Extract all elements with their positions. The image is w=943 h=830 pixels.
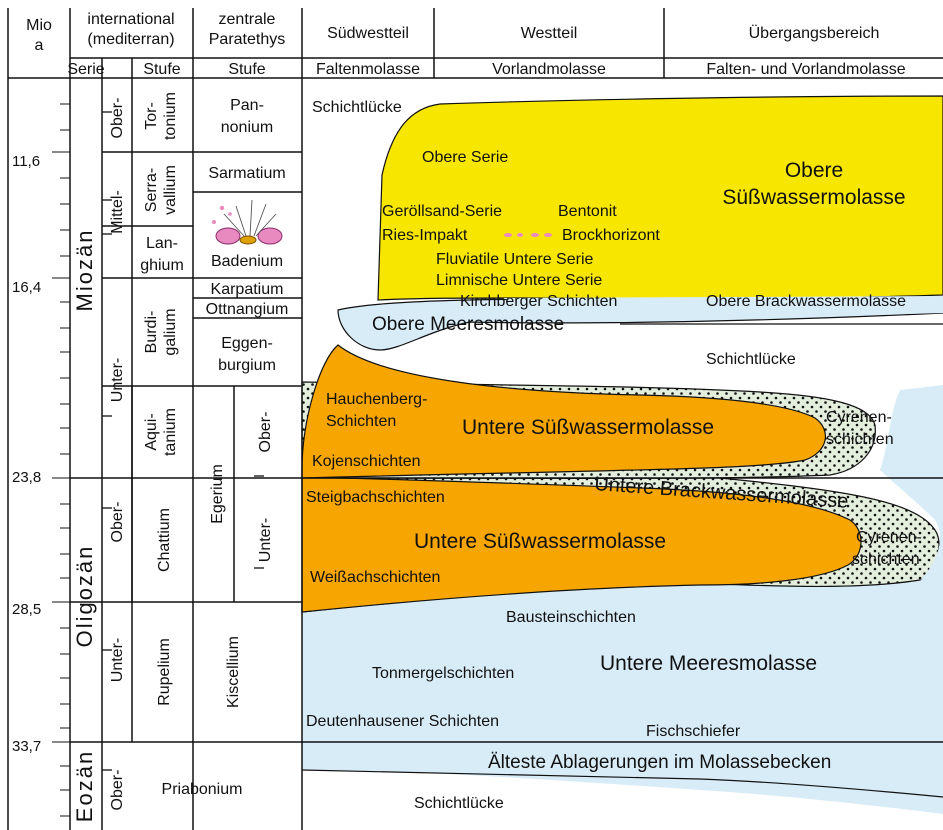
label-schichtluecke-mid: Schichtlücke [706, 351, 796, 368]
stage-burdigalium-2: galium [162, 308, 179, 355]
label-untere-meeresmolasse: Untere Meeresmolasse [600, 652, 817, 675]
stage-ottnangium: Ottnangium [206, 301, 289, 318]
ries-impact-icon [212, 200, 282, 244]
stage-rupelium: Rupelium [156, 638, 173, 706]
label-hauchenberg-2: Schichten [326, 413, 396, 430]
stage-eggenburgium-2: burgium [218, 357, 276, 374]
stage-tortonium-2: tonium [162, 92, 179, 140]
label-osm-1: Obere [785, 159, 843, 182]
header-faltenmolasse: Faltenmolasse [316, 61, 420, 78]
stage-pannonium-1: Pan- [230, 97, 264, 114]
label-usm-upper: Untere Süßwassermolasse [462, 416, 714, 439]
stage-aquitanium-1: Aqui- [143, 413, 160, 450]
label-brockhorizont: Brockhorizont [562, 227, 660, 244]
stage-priabonium: Priabonium [162, 781, 243, 798]
label-aelteste-ablagerungen: Älteste Ablagerungen im Molassebecken [488, 752, 831, 773]
label-osm-2: Süßwassermolasse [722, 186, 905, 209]
header-uebergangsbereich: Übergangsbereich [749, 24, 880, 42]
header-falten-vorlandmolasse: Falten- und Vorlandmolasse [706, 61, 905, 78]
label-fischschiefer: Fischschiefer [646, 723, 741, 740]
epoch-eozaen: Eozän [72, 750, 97, 822]
label-deutenhausener-schichten: Deutenhausener Schichten [306, 713, 499, 730]
label-kirchberger-schichten: Kirchberger Schichten [460, 293, 617, 310]
label-ries-impakt: Ries-Impakt [382, 227, 468, 244]
stage-pannonium-2: nonium [221, 119, 273, 136]
label-tonmergelschichten: Tonmergelschichten [372, 665, 514, 682]
age-label: 28,5 [12, 601, 41, 618]
age-label: 23,8 [12, 469, 41, 486]
age-axis-ticks [52, 104, 70, 816]
stage-egerium: Egerium [209, 464, 226, 524]
label-obere-meeresmolasse: Obere Meeresmolasse [372, 314, 564, 335]
header-westteil: Westteil [521, 25, 578, 42]
stage-badenium: Badenium [211, 253, 283, 270]
label-cyrenen-1b: schichten [826, 431, 894, 448]
series-mio-mittel: Mittel- [109, 190, 126, 234]
label-cyrenen-2b: schichten [852, 551, 920, 568]
stage-karpatium: Karpatium [211, 281, 284, 298]
series-eoz-ober: Ober- [109, 770, 126, 811]
label-limnische-untere-serie: Limnische Untere Serie [436, 272, 602, 289]
label-cyrenen-2a: Cyrenen- [856, 529, 922, 546]
label-usm-lower: Untere Süßwassermolasse [414, 530, 666, 553]
header-international-sub: (mediterran) [87, 31, 174, 48]
label-steigbachschichten: Steigbachschichten [306, 489, 445, 506]
epoch-labels: Miozän Oligozän Eozän [72, 229, 97, 823]
epoch-miozaen: Miozän [72, 229, 97, 312]
epoch-oligozaen: Oligozän [72, 545, 97, 648]
header-international: international [87, 11, 174, 28]
age-label: 16,4 [12, 279, 41, 296]
stage-kiscellium: Kiscellium [225, 636, 242, 708]
header-stufe-international: Stufe [143, 61, 180, 78]
label-fluviatile-untere-serie: Fluviatile Untere Serie [436, 251, 594, 268]
header-vorlandmolasse: Vorlandmolasse [492, 61, 606, 78]
stage-langhium-2: ghium [140, 257, 184, 274]
series-mio-ober: Ober- [109, 98, 126, 139]
stage-sarmatium: Sarmatium [208, 165, 285, 182]
label-obere-brackwassermolasse: Obere Brackwassermolasse [706, 293, 906, 310]
stage-tortonium-1: Tor- [143, 102, 160, 130]
stage-serravallium-1: Serra- [143, 168, 160, 212]
label-schichtluecke-bottom: Schichtlücke [414, 795, 504, 812]
stage-egerium-unter: Unter- [257, 518, 274, 562]
label-hauchenberg-1: Hauchenberg- [326, 391, 427, 408]
series-mio-unter: Unter- [109, 358, 126, 402]
stage-eggenburgium-1: Eggen- [221, 335, 273, 352]
series-oli-unter: Unter- [109, 638, 126, 682]
header-zentrale: zentrale [219, 11, 276, 28]
label-bausteinschichten: Bausteinschichten [506, 609, 636, 626]
stage-chattium: Chattium [156, 508, 173, 572]
series-labels: Ober- Mittel- Unter- Ober- Unter- Ober- [109, 98, 126, 811]
age-label: 11,6 [12, 153, 40, 170]
table-header: Mio a international (mediterran) zentral… [26, 11, 906, 78]
stage-langhium-1: Lan- [146, 235, 178, 252]
stage-aquitanium-2: tanium [162, 408, 179, 456]
label-geroellsand-serie: Geröllsand-Serie [382, 203, 502, 220]
label-kojenschichten: Kojenschichten [312, 453, 421, 470]
label-bentonit: Bentonit [558, 203, 617, 220]
header-stufe-paratethys: Stufe [228, 61, 265, 78]
header-mio-unit: a [35, 37, 44, 54]
label-weissachschichten: Weißachschichten [310, 569, 440, 586]
label-schichtluecke-top: Schichtlücke [312, 99, 402, 116]
stage-egerium-ober: Ober- [257, 412, 274, 453]
age-label: 33,7 [12, 738, 41, 755]
stage-serravallium-2: vallium [162, 165, 179, 215]
label-cyrenen-1a: Cyrenen- [826, 409, 892, 426]
label-obere-serie: Obere Serie [422, 149, 508, 166]
paratethys-stages: Pan- nonium Sarmatium Badenium Karpatium… [206, 97, 289, 708]
stage-burdigalium-1: Burdi- [143, 311, 160, 354]
header-mio: Mio [26, 17, 52, 34]
header-serie: Serie [67, 61, 104, 78]
age-labels: 11,6 16,4 23,8 28,5 33,7 [12, 153, 41, 755]
header-suedwestteil: Südwestteil [327, 25, 409, 42]
header-zentrale-sub: Paratethys [209, 31, 285, 48]
